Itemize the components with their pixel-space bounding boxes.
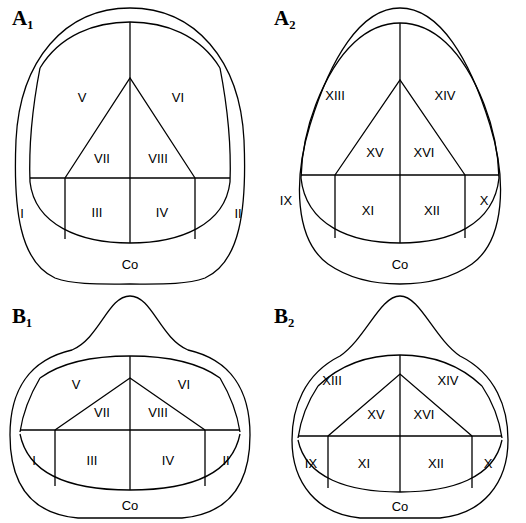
region-label: XVI <box>414 408 435 421</box>
region-label: VIII <box>148 152 168 165</box>
outline-b2 <box>292 296 508 518</box>
region-label: X <box>480 194 489 207</box>
outline-a1 <box>15 8 244 284</box>
region-label: IV <box>162 454 174 467</box>
panel-title: B₁ <box>12 306 32 327</box>
region-label: XV <box>367 408 384 421</box>
region-label: III <box>92 206 103 219</box>
region-label: XV <box>366 146 383 159</box>
region-label: X <box>484 457 493 470</box>
region-label: XVI <box>414 146 435 159</box>
region-label: IV <box>156 206 168 219</box>
region-label: XI <box>358 457 370 470</box>
region-label: I <box>20 207 24 220</box>
region-label: IX <box>280 194 292 207</box>
region-label: VIII <box>148 406 168 419</box>
region-label: V <box>78 91 87 104</box>
region-label: II <box>222 454 229 467</box>
region-label: IX <box>305 457 317 470</box>
region-label: III <box>87 454 98 467</box>
region-label: II <box>234 207 241 220</box>
region-label: V <box>72 378 81 391</box>
region-label: Co <box>122 258 139 271</box>
region-label: VII <box>94 406 110 419</box>
panel-title: A₂ <box>274 8 295 29</box>
panel-title: B₂ <box>274 306 294 327</box>
panel-title: A₁ <box>12 8 33 29</box>
region-label: VII <box>94 152 110 165</box>
outline-a2 <box>299 8 500 284</box>
region-label: Co <box>392 258 409 271</box>
region-label: XII <box>428 457 444 470</box>
region-label: XII <box>424 204 440 217</box>
region-label: VI <box>178 378 190 391</box>
region-label: XI <box>362 204 374 217</box>
region-label: VI <box>172 91 184 104</box>
region-label: I <box>32 454 36 467</box>
outline-b1 <box>10 296 250 518</box>
region-label: XIV <box>438 374 459 387</box>
region-label: XIV <box>435 89 456 102</box>
region-label: Co <box>122 499 139 512</box>
region-label: XIII <box>325 89 345 102</box>
region-label: XIII <box>322 374 342 387</box>
region-label: Co <box>392 500 409 513</box>
